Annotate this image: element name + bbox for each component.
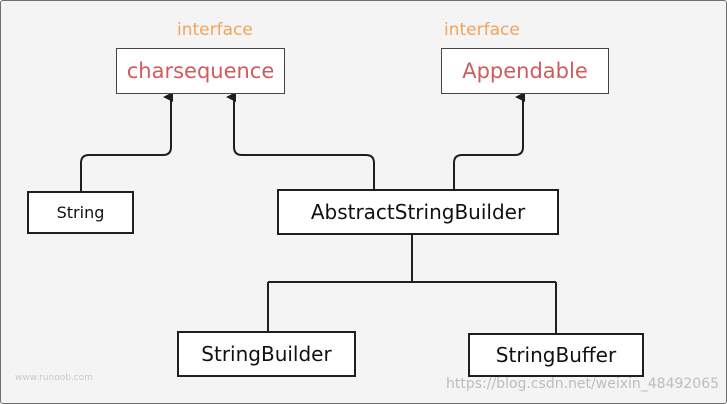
csdn-watermark: https://blog.csdn.net/weixin_48492065 <box>446 376 720 392</box>
string-builder-class-box: StringBuilder <box>177 331 356 377</box>
runoob-watermark: www.runoob.com <box>15 373 94 383</box>
string-buffer-class-box: StringBuffer <box>468 333 644 377</box>
charsequence-interface-box: charsequence <box>116 48 285 94</box>
string-class-box: String <box>27 191 134 234</box>
edge-asb-to-charsequence <box>226 92 375 189</box>
charsequence-label: charsequence <box>126 59 275 83</box>
edge-string-to-charsequence <box>80 92 173 191</box>
abstract-string-builder-class-box: AbstractStringBuilder <box>277 189 559 235</box>
appendable-interface-tag: interface <box>444 20 520 40</box>
abstract-string-builder-label: AbstractStringBuilder <box>310 200 526 224</box>
edge-asb-to-appendable <box>453 92 525 189</box>
string-buffer-label: StringBuffer <box>495 343 617 367</box>
string-builder-label: StringBuilder <box>201 342 332 366</box>
appendable-label: Appendable <box>462 59 588 83</box>
appendable-interface-box: Appendable <box>441 48 609 94</box>
string-label: String <box>56 203 105 222</box>
charsequence-interface-tag: interface <box>177 20 253 40</box>
